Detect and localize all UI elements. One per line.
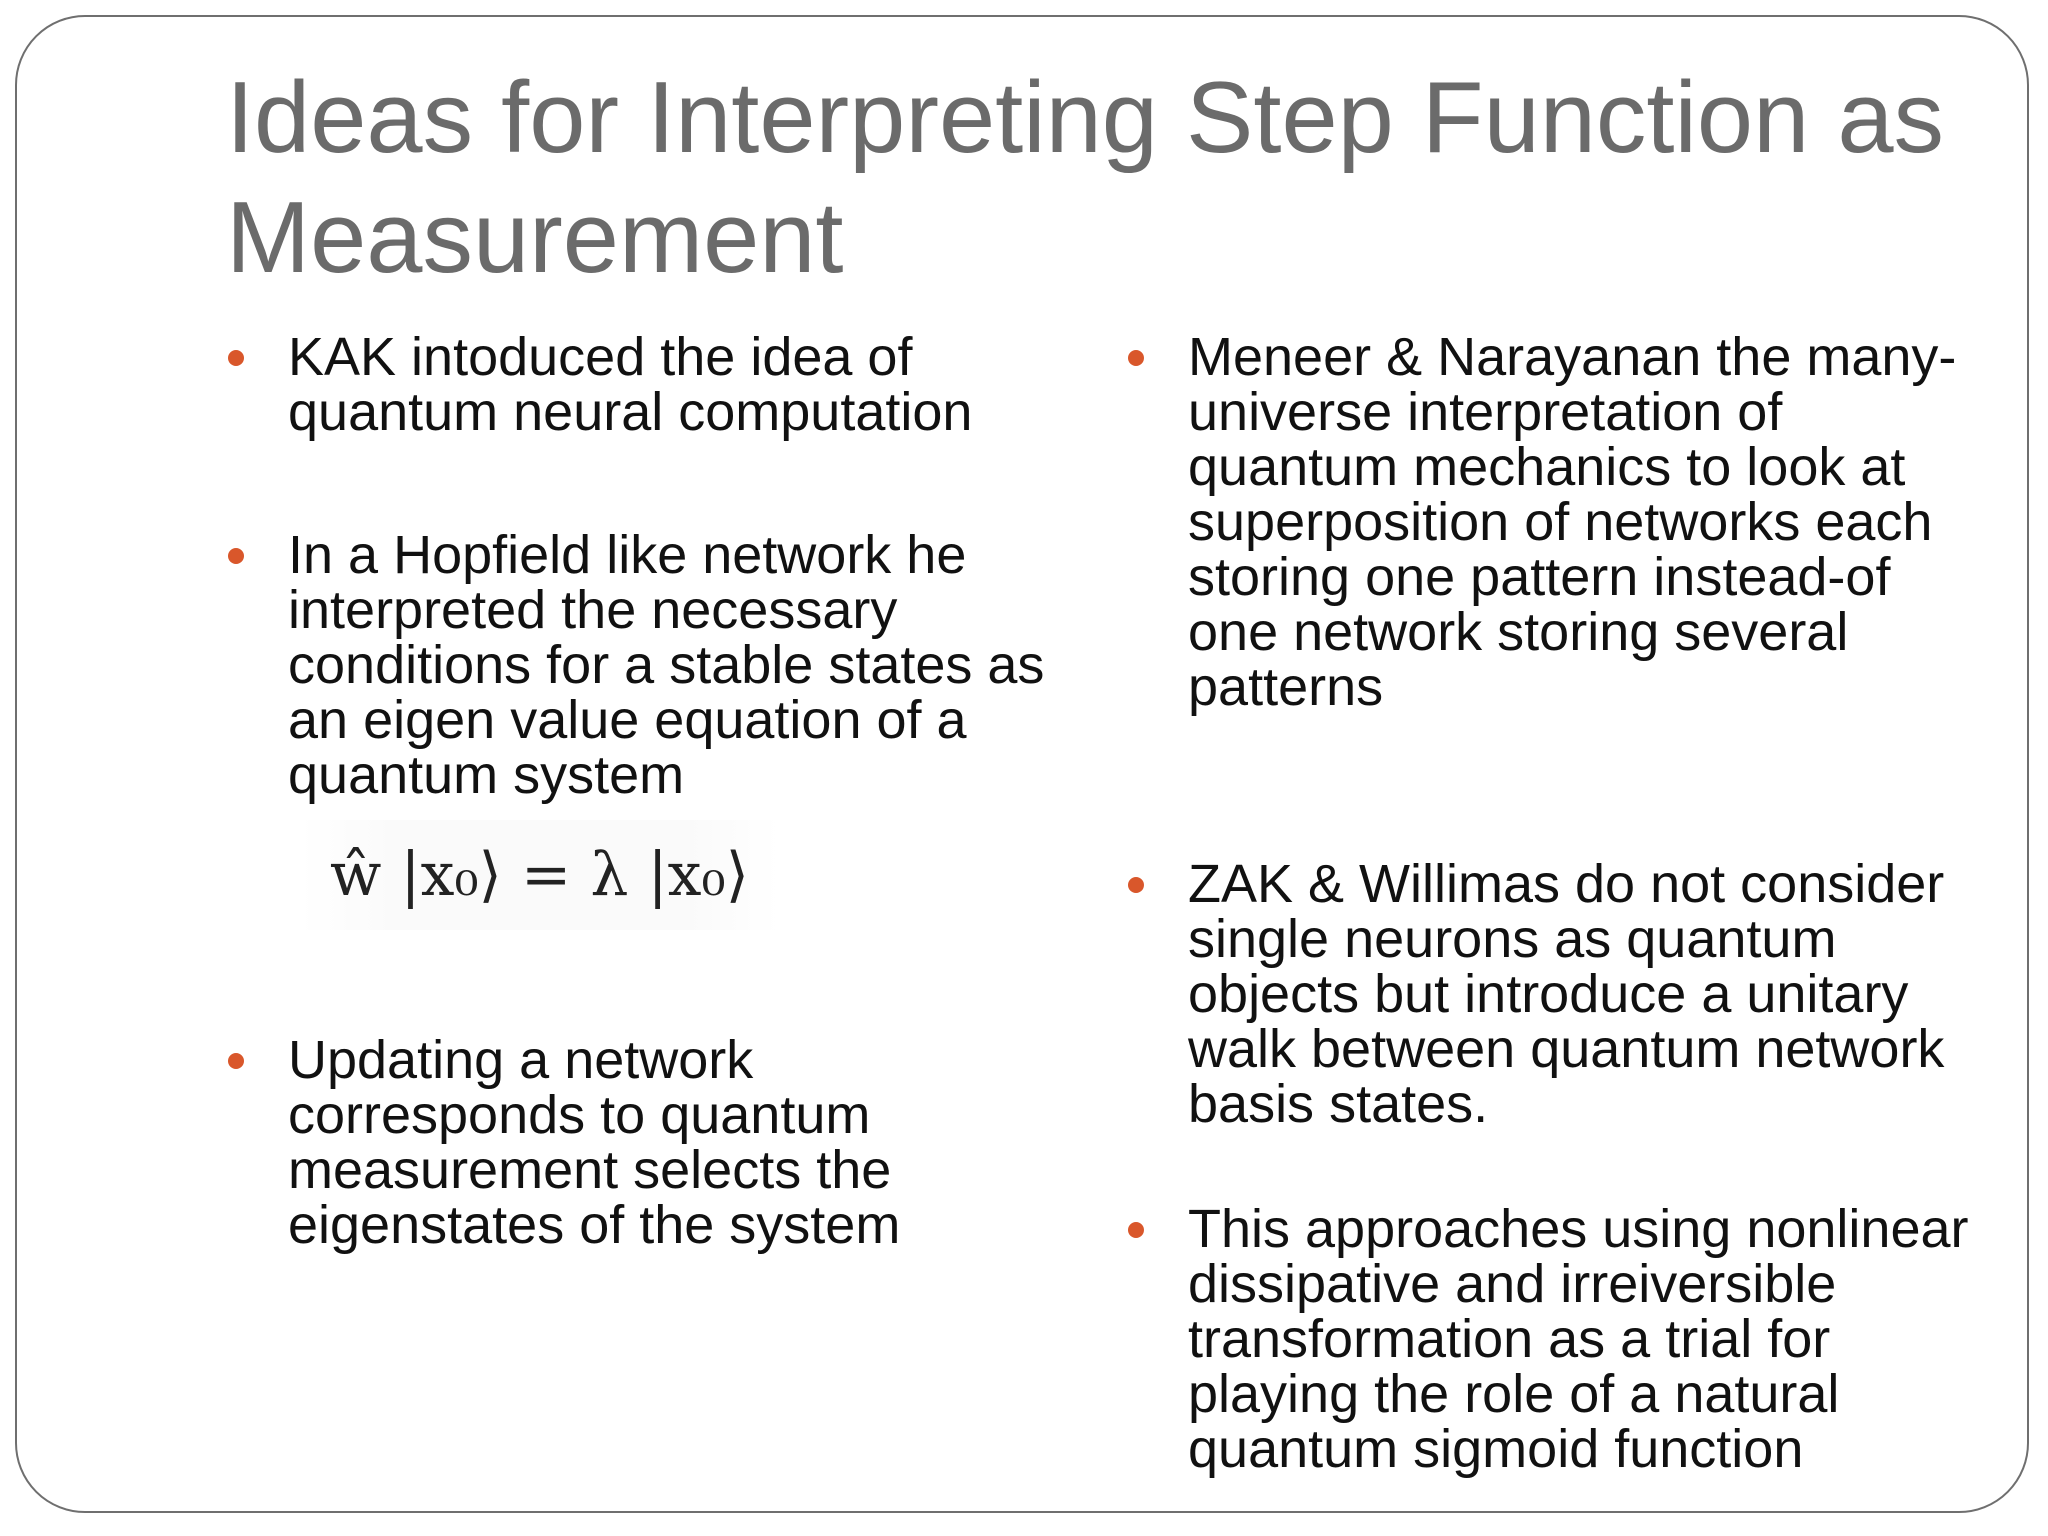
eigenvalue-equation: ŵ |x₀⟩ = λ |x₀⟩ [300,820,780,930]
bullet-text: Meneer & Narayanan the many-universe int… [1188,327,1957,717]
bullet-item: This approaches using nonlinear dissipat… [1128,1199,1988,1479]
bullet-dot-icon [1128,877,1144,893]
bullet-dot-icon [228,548,244,564]
bullet-text: This approaches using nonlinear dissipat… [1188,1199,1969,1479]
bullet-dot-icon [1128,350,1144,366]
bullet-item: KAK intoduced the idea of quantum neural… [228,327,1048,442]
bullet-text: ZAK & Willimas do not consider single ne… [1188,854,1945,1134]
bullet-text: In a Hopfield like network he interprete… [288,525,1045,805]
bullet-dot-icon [1128,1222,1144,1238]
bullet-item: ZAK & Willimas do not consider single ne… [1128,854,1988,1134]
bullet-dot-icon [228,1053,244,1069]
bullet-text: Updating a network corresponds to quantu… [288,1030,901,1255]
slide-frame [15,15,2029,1513]
bullet-text: KAK intoduced the idea of quantum neural… [288,327,973,442]
bullet-item: In a Hopfield like network he interprete… [228,525,1048,805]
bullet-dot-icon [228,350,244,366]
slide-title: Ideas for Interpreting Step Function as … [226,62,1944,294]
bullet-item: Meneer & Narayanan the many-universe int… [1128,327,1988,717]
bullet-item: Updating a network corresponds to quantu… [228,1030,968,1255]
